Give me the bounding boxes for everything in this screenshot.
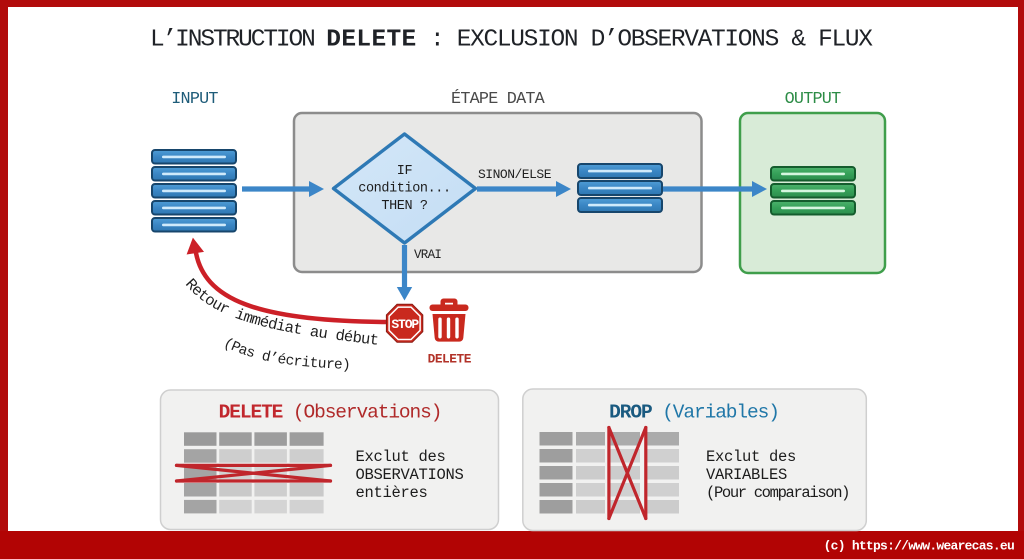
svg-text:SINON/ELSE: SINON/ELSE bbox=[478, 167, 552, 182]
svg-text:Exclut des: Exclut des bbox=[356, 448, 446, 466]
svg-text:entières: entières bbox=[356, 484, 428, 502]
svg-text:L’INSTRUCTION DELETE : EXCLUSI: L’INSTRUCTION DELETE : EXCLUSION D’OBSER… bbox=[150, 27, 873, 54]
svg-text:ÉTAPE DATA: ÉTAPE DATA bbox=[451, 89, 546, 109]
svg-text:VRAI: VRAI bbox=[414, 248, 441, 262]
svg-text:(c) https://www.wearecas.eu: (c) https://www.wearecas.eu bbox=[824, 539, 1014, 554]
svg-text:OBSERVATIONS: OBSERVATIONS bbox=[356, 466, 464, 484]
svg-text:condition...: condition... bbox=[358, 182, 450, 197]
svg-text:Exclut des: Exclut des bbox=[706, 448, 796, 466]
svg-text:INPUT: INPUT bbox=[171, 90, 218, 109]
svg-text:STOP: STOP bbox=[391, 317, 419, 332]
svg-text:DROP (Variables): DROP (Variables) bbox=[609, 402, 779, 424]
svg-text:THEN ?: THEN ? bbox=[381, 199, 428, 214]
svg-text:OUTPUT: OUTPUT bbox=[785, 90, 841, 109]
svg-text:IF: IF bbox=[397, 164, 413, 179]
svg-text:DELETE: DELETE bbox=[428, 352, 472, 367]
svg-text:VARIABLES: VARIABLES bbox=[706, 466, 787, 484]
svg-text:(Pour comparaison): (Pour comparaison) bbox=[706, 484, 849, 502]
svg-text:DELETE (Observations): DELETE (Observations) bbox=[219, 402, 442, 424]
